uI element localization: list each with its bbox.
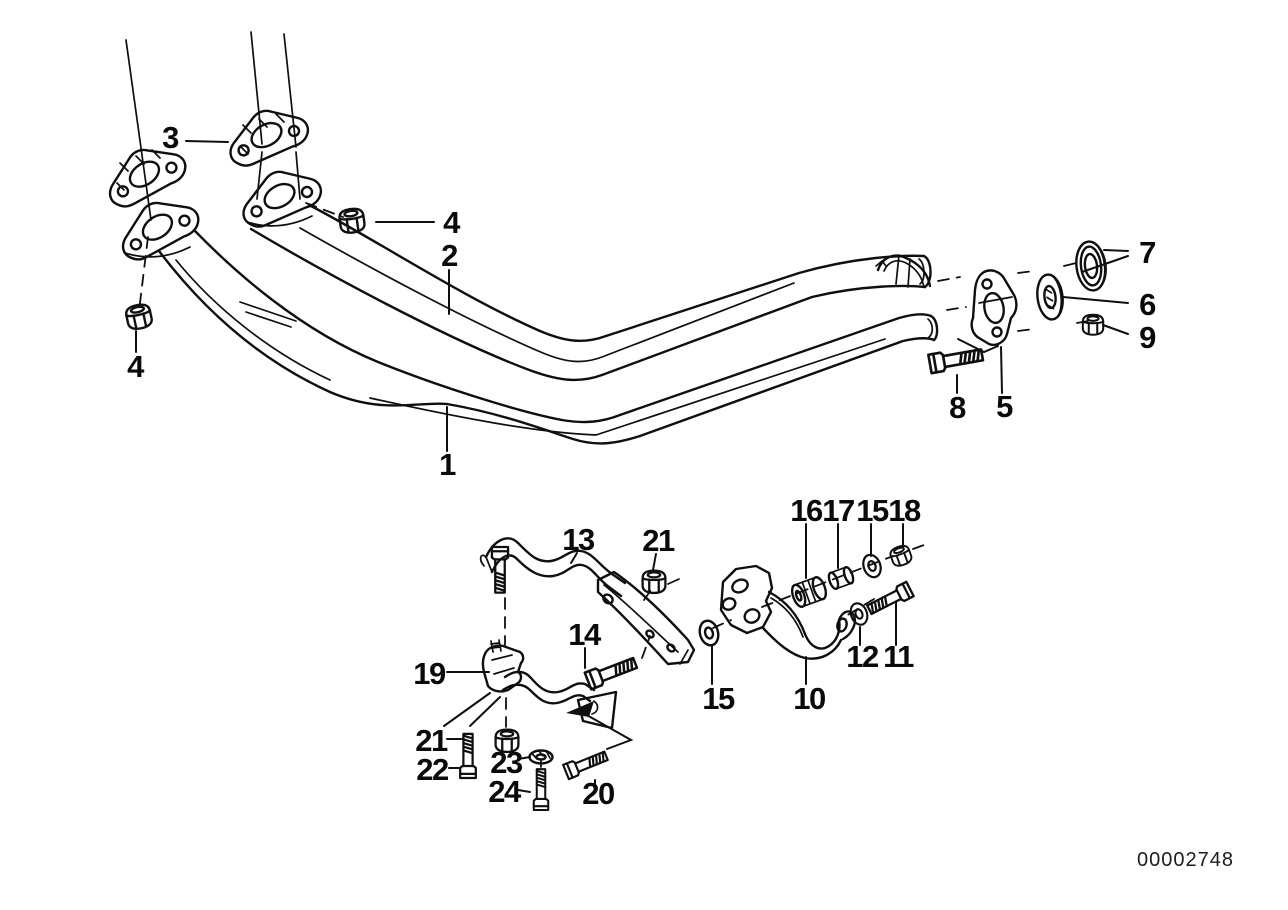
leader-3 <box>185 140 229 143</box>
nut-21-top <box>641 569 667 595</box>
callout-11: 11 <box>883 639 914 674</box>
leader-6 <box>1062 296 1129 304</box>
stud-axis-left-lower <box>138 236 149 312</box>
leader-5 <box>1000 346 1003 394</box>
nut-4-left <box>123 301 155 332</box>
clamp-lower-strap <box>501 670 618 730</box>
callout-16: 16 <box>790 493 823 528</box>
callout-labels: 1 2 3 4 4 5 6 7 8 9 10 11 12 13 14 15 15… <box>127 120 1158 811</box>
callout-1: 1 <box>439 447 456 482</box>
washer-15-left <box>695 617 723 649</box>
callout-4-right: 4 <box>443 205 461 240</box>
pointer-bolt-8 <box>957 338 999 354</box>
axis-rear-lower <box>946 306 1089 332</box>
leader-lines <box>135 140 1129 793</box>
callout-23: 23 <box>490 745 523 780</box>
callout-12: 12 <box>846 639 878 674</box>
callout-2: 2 <box>441 238 457 273</box>
axis-clamp-stud <box>504 597 507 728</box>
callout-8: 8 <box>949 390 966 425</box>
manifold-gasket-right <box>218 96 315 172</box>
clamp-stud-bolt <box>490 545 510 594</box>
callout-15-bottom: 15 <box>702 681 735 716</box>
callout-21-bottom: 21 <box>415 723 448 758</box>
callout-7: 7 <box>1139 235 1155 270</box>
leader-23 <box>517 756 531 760</box>
bolt-22 <box>459 732 477 780</box>
front-pipe-1 <box>157 229 939 445</box>
nut-4-right <box>337 206 367 236</box>
pointer-clamp-bolts <box>443 692 501 727</box>
leader-9 <box>1102 324 1129 335</box>
bolt-8 <box>927 344 985 375</box>
pipe-end-bracket <box>875 254 932 288</box>
leader-21-top <box>652 553 657 571</box>
bushing-16 <box>790 576 828 608</box>
clamp-13 <box>479 537 627 598</box>
axis-rear-upper <box>937 262 1077 282</box>
callout-13: 13 <box>562 522 595 557</box>
callout-3: 3 <box>162 120 179 155</box>
seal-ring-6 <box>1036 273 1064 321</box>
mounting-assembly <box>459 537 915 812</box>
pointer-bolt-20 <box>584 713 634 750</box>
callout-9: 9 <box>1139 320 1156 355</box>
leader-7 <box>1081 249 1129 273</box>
callout-5: 5 <box>996 389 1013 424</box>
callout-18: 18 <box>888 493 921 528</box>
spacer-17 <box>827 565 855 591</box>
leader-13 <box>570 552 578 564</box>
pipe-flange-left <box>109 186 206 267</box>
rear-flange-5 <box>970 269 1018 347</box>
callout-6: 6 <box>1139 287 1156 322</box>
stud-axis-left-upper <box>125 39 152 221</box>
bolt-24 <box>532 768 550 812</box>
front-pipes-assembly <box>96 96 1107 445</box>
callout-14: 14 <box>568 617 602 652</box>
bolt-20 <box>562 747 611 781</box>
callout-4-left: 4 <box>127 349 145 384</box>
bolt-14 <box>583 653 640 691</box>
callout-22: 22 <box>416 752 448 787</box>
nut-18 <box>887 542 915 569</box>
callout-24: 24 <box>488 774 522 809</box>
pipe-flange-right <box>231 157 328 233</box>
callout-19: 19 <box>413 656 446 691</box>
support-arm-10 <box>719 564 857 660</box>
support-bracket <box>596 570 696 666</box>
manifold-gasket-left <box>96 133 193 214</box>
assembly-axis-lines <box>125 31 1089 768</box>
image-number: 00002748 <box>1137 849 1234 871</box>
ring-7 <box>1075 240 1107 292</box>
callout-10: 10 <box>793 681 825 716</box>
axis-bolt-14 <box>641 635 651 659</box>
front-pipe-2 <box>249 203 932 382</box>
callout-15-top: 15 <box>856 493 889 528</box>
callout-17: 17 <box>822 493 854 528</box>
callout-21-top: 21 <box>642 523 675 558</box>
leader-24 <box>517 789 531 793</box>
axis-bushing-16 <box>761 544 925 608</box>
callout-20: 20 <box>582 776 614 811</box>
nut-9 <box>1081 313 1105 336</box>
washer-15-right <box>859 551 885 581</box>
